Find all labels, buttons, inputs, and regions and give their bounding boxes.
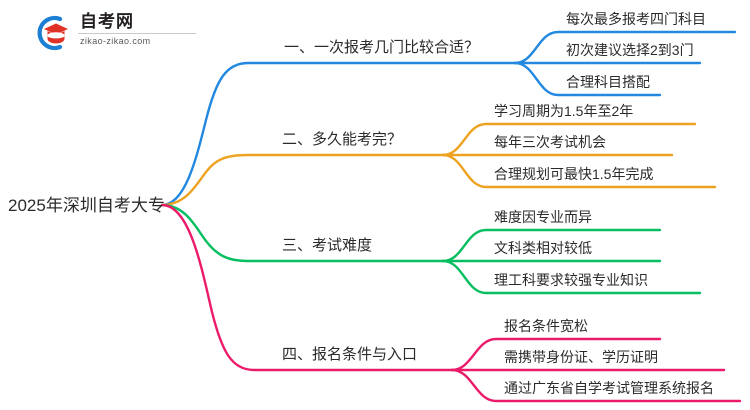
leaf-label-4-1[interactable]: 报名条件宽松	[504, 318, 588, 334]
logo-text: 自考网 zikao-zikao.com	[78, 12, 208, 47]
branch-label-3[interactable]: 三、考试难度	[282, 237, 373, 254]
branch-1-wires	[160, 30, 737, 207]
leaf-label-2-3[interactable]: 合理规划可最快1.5年完成	[494, 166, 654, 182]
leaf-label-2-2[interactable]: 每年三次考试机会	[494, 134, 606, 150]
branch-label-4[interactable]: 四、报名条件与入口	[282, 346, 418, 363]
leaf-label-1-1[interactable]: 每次最多报考四门科目	[566, 11, 706, 27]
logo-divider	[78, 33, 196, 34]
leaf-label-1-2[interactable]: 初次建议选择2到3门	[566, 42, 694, 58]
branch-2-wires	[160, 122, 717, 207]
leaf-label-1-3[interactable]: 合理科目搭配	[566, 74, 650, 90]
leaf-label-4-2[interactable]: 需携带身份证、学历证明	[504, 349, 658, 365]
branch-label-1[interactable]: 一、一次报考几门比较合适？	[284, 39, 480, 56]
leaf-label-2-1[interactable]: 学习周期为1.5年至2年	[494, 103, 634, 119]
leaf-label-4-3[interactable]: 通过广东省自学考试管理系统报名	[504, 380, 714, 396]
branch-3-wires	[160, 203, 702, 295]
logo-subtitle: zikao-zikao.com	[80, 36, 151, 46]
leaf-label-3-3[interactable]: 理工科要求较强专业知识	[494, 272, 648, 288]
site-logo: 自考网 zikao-zikao.com	[30, 12, 210, 54]
branch-4-wires	[160, 203, 742, 403]
leaf-label-3-2[interactable]: 文科类相对较低	[494, 240, 592, 256]
logo-title: 自考网	[80, 12, 134, 31]
branch-label-2[interactable]: 二、多久能考完？	[282, 131, 403, 148]
root-node-label[interactable]: 2025年深圳自考大专	[8, 196, 165, 215]
logo-mark-icon	[37, 15, 68, 51]
leaf-label-3-1[interactable]: 难度因专业而异	[494, 209, 592, 225]
